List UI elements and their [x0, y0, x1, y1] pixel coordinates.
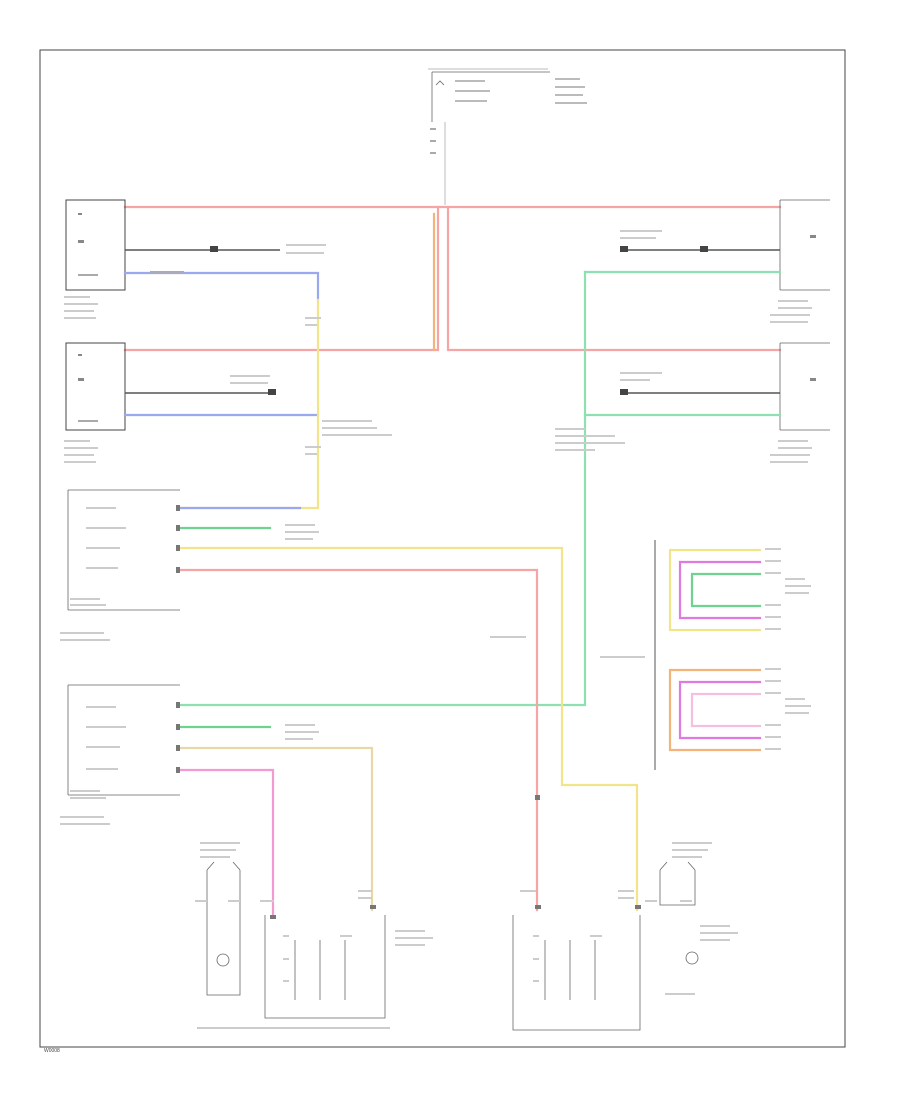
wire-red-lower-right	[446, 205, 782, 352]
left-module-lower	[64, 342, 320, 463]
data-wires-green	[178, 270, 782, 707]
fuse-block-top	[428, 68, 587, 205]
right-rear-window-switch	[512, 842, 738, 1031]
passenger-switch-connector	[60, 489, 639, 912]
diagram-frame	[39, 49, 846, 1048]
center-notes	[305, 317, 625, 455]
left-rear-window-switch	[195, 842, 433, 1029]
driver-switch-connector	[60, 684, 374, 917]
left-module-upper	[64, 199, 326, 319]
power-wires-red	[123, 205, 782, 352]
wire-yellow-left	[178, 298, 320, 510]
wire-red-lower	[123, 205, 440, 352]
footer-code: W0008	[44, 1048, 60, 1054]
right-module-upper	[620, 199, 830, 323]
connector-pins	[176, 505, 641, 919]
location-legend	[600, 540, 811, 770]
right-module-lower	[620, 342, 830, 463]
